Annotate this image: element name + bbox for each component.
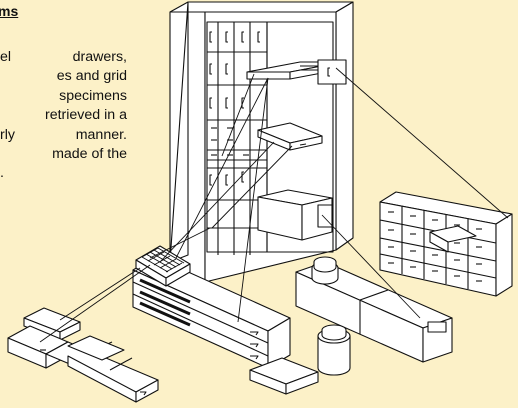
specimen-cabinet (170, 2, 353, 282)
stacked-boxes-left (8, 308, 158, 402)
specimen-jar-top (312, 257, 338, 284)
specimen-jar-bottom (318, 325, 350, 375)
pulled-box (258, 190, 332, 240)
small-drawer-cabinet (380, 192, 512, 296)
